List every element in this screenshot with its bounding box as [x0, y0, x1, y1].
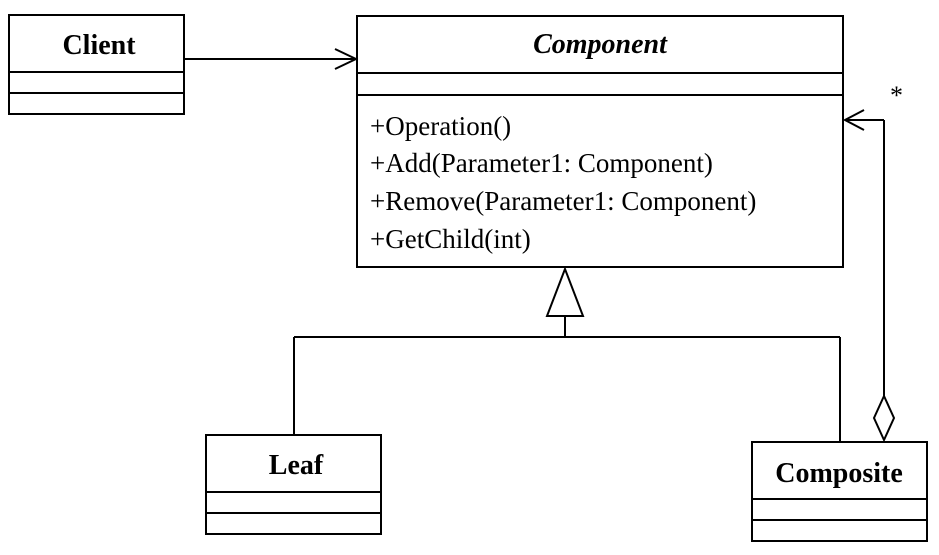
association-client-component: [184, 48, 359, 70]
leaf-title: Leaf: [269, 450, 324, 481]
component-box: [356, 15, 844, 268]
component-title: Component: [533, 29, 668, 60]
client-box: [8, 14, 185, 115]
class-client: Client: [8, 14, 185, 115]
aggregation-multiplicity: *: [890, 81, 903, 110]
component-operation-4: +GetChild(int): [370, 224, 531, 254]
aggregation-diamond-icon: [872, 393, 896, 443]
component-operation-1: +Operation(): [370, 111, 511, 141]
class-component: Component +Operation() +Add(Parameter1: …: [356, 15, 844, 268]
composite-title: Composite: [775, 458, 903, 489]
leaf-box: [205, 434, 382, 535]
class-composite: Composite: [751, 441, 928, 542]
aggregation-composite-component: *: [842, 81, 903, 443]
component-operation-3: +Remove(Parameter1: Component): [370, 186, 756, 216]
client-title: Client: [62, 30, 136, 61]
association-arrowhead: [334, 48, 359, 70]
generalization-tree: [293, 266, 841, 442]
component-operation-2: +Add(Parameter1: Component): [370, 148, 713, 178]
generalization-triangle: [545, 266, 585, 317]
class-leaf: Leaf: [205, 434, 382, 535]
composite-box: [751, 441, 928, 542]
aggregation-arrowhead: [842, 109, 865, 131]
